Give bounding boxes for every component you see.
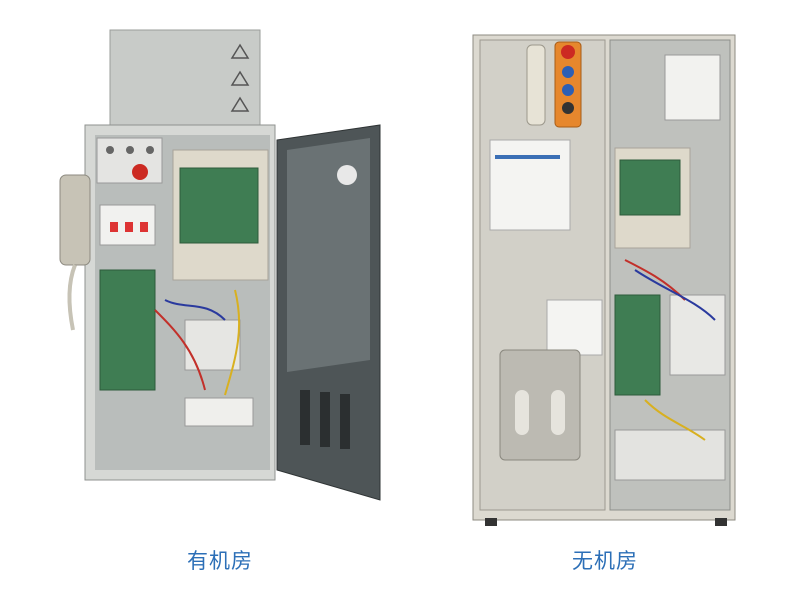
vent-slot: [340, 394, 350, 449]
machine-room-less-cabinet-photo: [465, 0, 745, 530]
cabinet-foot: [715, 518, 727, 526]
door-hole: [337, 165, 357, 185]
wire: [224, 289, 241, 396]
warning-icon: [230, 43, 250, 59]
holder-slot: [515, 390, 529, 435]
top-enclosure: [109, 29, 261, 126]
info-card: [546, 299, 603, 356]
main-pcb: [179, 167, 259, 244]
breaker-toggle: [110, 222, 118, 232]
terminal-block: [614, 429, 726, 481]
door-inner-panel: [287, 138, 370, 372]
wire: [154, 309, 206, 391]
warning-icon: [230, 96, 250, 112]
warning-icon: [230, 70, 250, 86]
mrl-cabinet-illustration: [472, 34, 736, 526]
vent-slot: [300, 390, 310, 445]
wire: [644, 399, 706, 441]
terminal-block: [184, 397, 254, 427]
emergency-stop-icon: [132, 164, 148, 180]
label-stripe: [495, 155, 560, 159]
machine-room-cabinet-photo: [55, 0, 400, 505]
intercom-handset: [59, 174, 91, 266]
caption-machine-room-less: 无机房: [572, 549, 638, 573]
vent-slot: [320, 392, 330, 447]
breaker-toggle: [140, 222, 148, 232]
main-pcb: [619, 159, 681, 216]
machine-room-cabinet-illustration: [59, 29, 381, 501]
handset-cord: [67, 264, 77, 331]
cabinet-foot: [485, 518, 497, 526]
contactors: [669, 294, 726, 376]
button-icon: [146, 146, 154, 154]
wire: [164, 299, 226, 321]
operation-panel: [96, 137, 163, 184]
intercom-handset: [526, 44, 546, 126]
button-icon: [562, 66, 574, 78]
button-icon: [562, 102, 574, 114]
label-sheet: [489, 139, 571, 231]
button-icon: [106, 146, 114, 154]
button-icon: [562, 84, 574, 96]
pcb-board: [614, 294, 661, 396]
emergency-stop-icon: [561, 45, 575, 59]
document-holder: [499, 349, 581, 461]
power-module: [664, 54, 721, 121]
holder-slot: [551, 390, 565, 435]
wire: [634, 269, 716, 321]
contactors: [184, 319, 241, 371]
pcb-board: [99, 269, 156, 391]
breaker-toggle: [125, 222, 133, 232]
button-icon: [126, 146, 134, 154]
caption-machine-room: 有机房: [187, 549, 253, 573]
